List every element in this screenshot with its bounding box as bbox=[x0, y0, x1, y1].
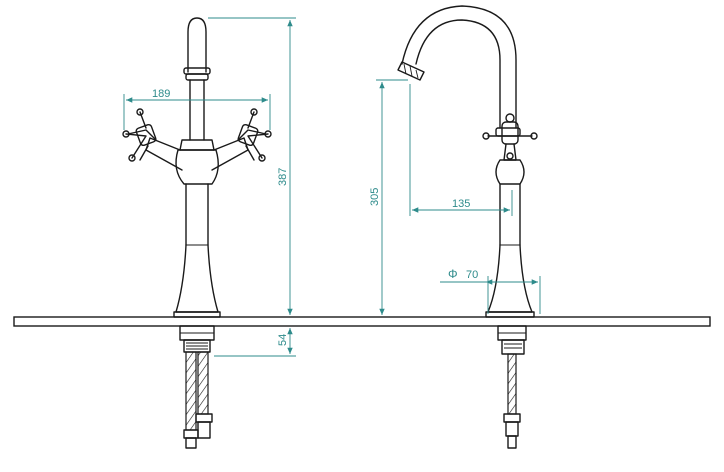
dimension-below-counter: 54 bbox=[214, 328, 296, 357]
right-faucet-side-view bbox=[397, 5, 538, 449]
below-counter-label: 54 bbox=[277, 334, 289, 346]
left-faucet-front-view bbox=[122, 17, 272, 449]
dimension-total-height: 387 bbox=[208, 17, 296, 315]
diameter-symbol: Φ bbox=[448, 267, 458, 281]
dimension-handle-span: 189 bbox=[123, 88, 271, 130]
spout-height-label: 305 bbox=[369, 188, 381, 206]
base-diameter-label: 70 bbox=[466, 269, 478, 281]
dimension-spout-reach: 135 bbox=[409, 84, 513, 216]
total-height-label: 387 bbox=[277, 168, 289, 186]
right-cross-handle bbox=[237, 108, 272, 162]
spout-reach-label: 135 bbox=[452, 198, 470, 210]
dimension-spout-height: 305 bbox=[369, 79, 408, 315]
handle-span-label: 189 bbox=[152, 88, 170, 100]
left-cross-handle bbox=[122, 108, 157, 162]
countertop bbox=[13, 316, 711, 327]
side-cross-handle bbox=[482, 113, 538, 161]
dimension-base-diameter: Φ 70 bbox=[440, 267, 541, 314]
